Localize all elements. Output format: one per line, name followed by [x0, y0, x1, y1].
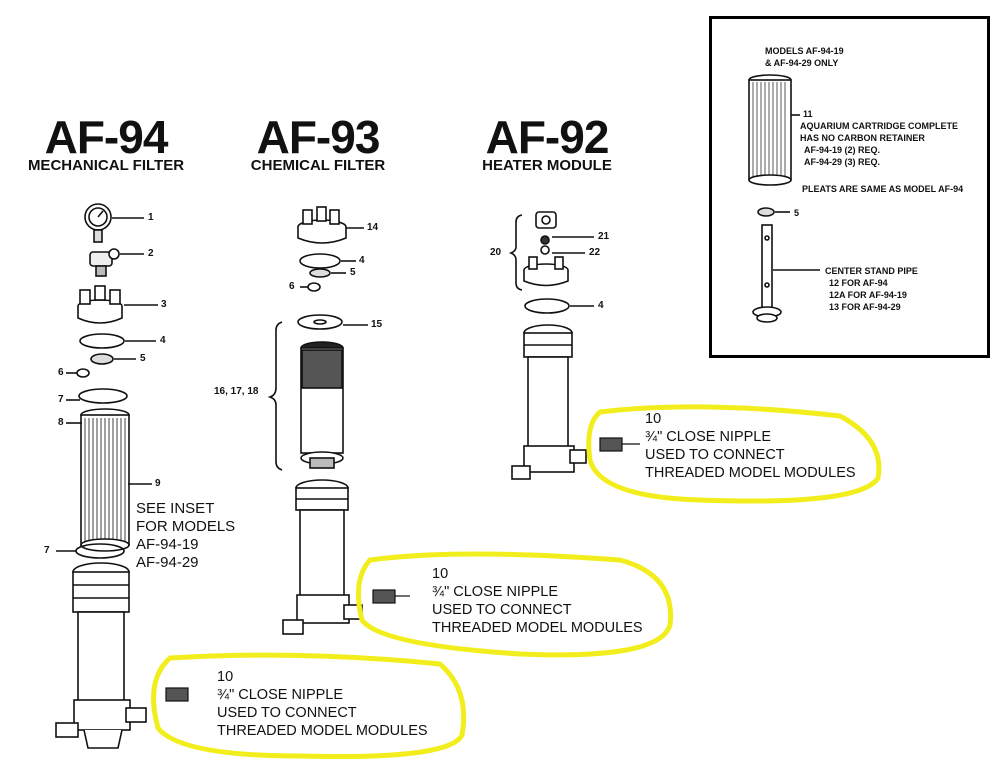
af93-part-label: 4 — [359, 255, 365, 266]
af94-part-label: 9 — [155, 478, 161, 489]
filter-cartridge-part — [80, 408, 130, 552]
af94-part-label: 8 — [58, 417, 64, 428]
chemical-cartridge-part — [300, 341, 344, 469]
af94-part-label: 7 — [58, 394, 64, 405]
nipple-callout: 10 ¾" CLOSE NIPPLE USED TO CONNECT THREA… — [432, 566, 643, 636]
inset-cartridge-part — [748, 74, 792, 186]
af93-part-label: 14 — [367, 222, 379, 233]
af94-part-label: 3 — [161, 299, 167, 310]
af93-housing-part — [282, 479, 363, 635]
o-ring-part — [79, 333, 125, 349]
af93-part-label: 16, 17, 18 — [214, 386, 259, 397]
af94-part-label: 5 — [140, 353, 146, 364]
af93-part-label: 6 — [289, 281, 295, 292]
inset-header: MODELS AF-94-19 & AF-94-29 ONLY — [765, 46, 844, 68]
inset-cartridge-desc: AQUARIUM CARTRIDGE COMPLETE HAS NO CARBO… — [800, 121, 958, 167]
af94-part-label: 2 — [148, 248, 154, 259]
af94-part-label: 1 — [148, 212, 154, 223]
lid-part — [77, 285, 123, 324]
highlight-loops — [151, 404, 882, 760]
see-inset-note: SEE INSET FOR MODELS AF-94-19 AF-94-29 — [136, 500, 236, 571]
af94-part-label: 4 — [160, 335, 166, 346]
af94-title: AF-94 — [44, 111, 169, 163]
af92-housing-part — [511, 324, 587, 480]
af92-part-label: 20 — [490, 247, 502, 258]
af94-part-label: 6 — [58, 367, 64, 378]
af92-lid-part — [523, 256, 569, 287]
af93-part-label: 5 — [350, 267, 356, 278]
af93-lid-part — [297, 206, 347, 244]
inset-pleats-note: PLEATS ARE SAME AS MODEL AF-94 — [802, 184, 964, 194]
af93-title: AF-93 — [256, 111, 381, 163]
nut-part — [76, 368, 90, 378]
af93-part-label: 15 — [371, 319, 383, 330]
af92-part-label: 22 — [589, 247, 601, 258]
washer-part — [90, 353, 114, 365]
nipple-callout: 10 ¾" CLOSE NIPPLE USED TO CONNECT THREA… — [217, 669, 428, 739]
af93-subtitle: CHEMICAL FILTER — [250, 157, 386, 174]
nipple-callout: 10 ¾" CLOSE NIPPLE USED TO CONNECT THREA… — [645, 411, 856, 481]
close-nipple-parts — [165, 437, 640, 702]
af92-subtitle: HEATER MODULE — [482, 157, 612, 174]
valve-part — [89, 248, 120, 277]
af94-housing-part — [55, 562, 147, 749]
center-stand-pipe-part — [752, 224, 782, 323]
heater-cap-part — [535, 211, 557, 255]
af94-subtitle: MECHANICAL FILTER — [27, 157, 185, 174]
inset-box — [709, 16, 990, 358]
af92-part-label: 4 — [598, 300, 604, 311]
inset-cartridge-number: 11 — [803, 109, 813, 119]
inset-part5-label: 5 — [794, 208, 800, 218]
af92-part-label: 21 — [598, 231, 610, 242]
ring-part — [78, 388, 128, 404]
af94-part-label: 7 — [44, 545, 50, 556]
inset-pipe-desc: CENTER STAND PIPE 12 FOR AF-94 12A FOR A… — [825, 266, 918, 312]
af92-title: AF-92 — [485, 111, 610, 163]
pressure-gauge-part — [84, 203, 112, 243]
